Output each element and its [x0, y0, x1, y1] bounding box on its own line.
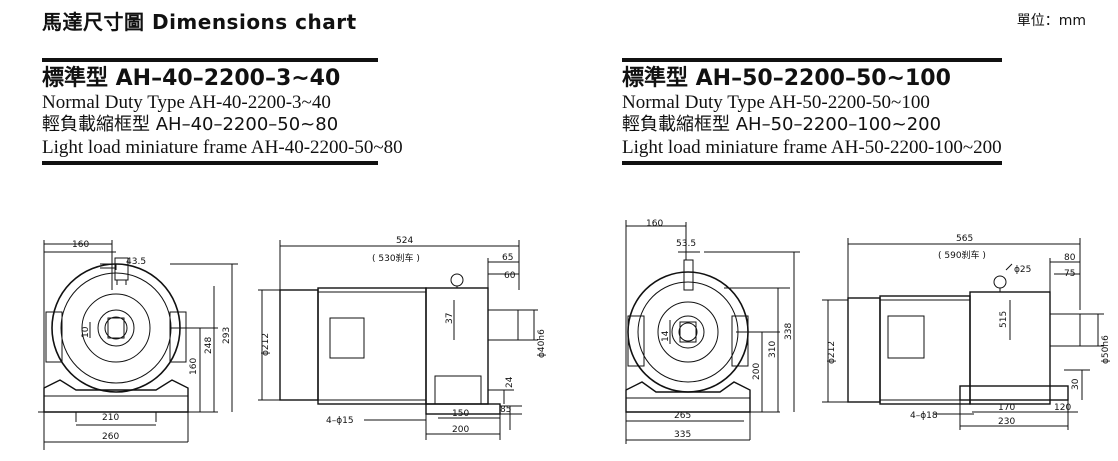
right-side-dim-170: 170 [998, 403, 1015, 413]
right-top-rule [622, 58, 1002, 62]
right-side-dim-30: 30 [1071, 378, 1081, 390]
right-light-load-cn: 輕負載縮框型 AH–50–2200–100~200 [622, 114, 942, 135]
right-side-dim-565: 565 [956, 234, 973, 244]
left-model-block: 標準型 AH–40–2200–3~40 Normal Duty Type AH-… [42, 58, 403, 165]
right-front-view-drawing: 160 53.5 14 200 310 338 265 335 [625, 219, 800, 444]
left-front-dim-293: 293 [222, 327, 232, 344]
right-side-dim-230: 230 [998, 417, 1015, 427]
left-side-holes: 4–ϕ15 [326, 416, 354, 426]
left-side-dim-24: 24 [505, 376, 515, 388]
right-side-dim-515: 515 [999, 311, 1009, 328]
right-front-dim-160: 160 [646, 219, 663, 229]
right-side-dim-120: 120 [1054, 403, 1071, 413]
left-side-brake-530: ( 530刹车 ) [372, 252, 420, 264]
left-front-dim-160h: 160 [189, 358, 199, 375]
left-model-title: 標準型 AH–40–2200–3~40 [42, 66, 341, 91]
left-front-view-drawing: 160 43.5 10 160 248 293 210 260 [38, 240, 238, 450]
left-bottom-rule [42, 161, 378, 165]
left-front-dim-43: 43.5 [126, 257, 146, 267]
left-front-dim-210: 210 [102, 413, 119, 423]
right-front-dim-310: 310 [768, 341, 778, 358]
left-light-load-cn: 輕負載縮框型 AH–40–2200–50~80 [42, 114, 339, 135]
right-model-block: 標準型 AH–50–2200–50~100 Normal Duty Type A… [622, 58, 1002, 165]
right-side-dim-50h6: ϕ50h6 [1101, 335, 1111, 364]
right-bottom-rule [622, 161, 1002, 165]
left-front-dim-160: 160 [72, 240, 89, 250]
page-title: 馬達尺寸圖 Dimensions chart [42, 10, 357, 34]
right-front-dim-14: 14 [661, 330, 671, 342]
right-front-dim-265: 265 [674, 411, 691, 421]
right-front-dim-335: 335 [674, 430, 691, 440]
left-side-dim-212: ϕ212 [261, 333, 271, 356]
left-side-dim-65: 65 [502, 253, 513, 263]
left-side-dim-85: 85 [500, 405, 511, 415]
right-front-dim-200: 200 [752, 363, 762, 380]
left-side-dim-200: 200 [452, 425, 469, 435]
left-top-rule [42, 58, 378, 62]
left-side-dim-37: 37 [445, 313, 455, 324]
right-side-brake-590: ( 590刹车 ) [938, 249, 986, 261]
right-side-dim-25: ϕ25 [1014, 265, 1031, 275]
left-side-dim-40h6: ϕ40h6 [537, 329, 547, 358]
left-normal-duty: Normal Duty Type AH-40-2200-3~40 [42, 92, 331, 113]
left-front-dim-248: 248 [204, 337, 214, 354]
left-front-dim-260: 260 [102, 432, 119, 442]
right-model-title: 標準型 AH–50–2200–50~100 [622, 66, 951, 91]
right-side-dim-75: 75 [1064, 269, 1075, 279]
left-side-view-drawing: 524 ( 530刹车 ) 65 60 ϕ212 37 ϕ40h6 24 4–ϕ… [258, 236, 547, 440]
unit-label: 單位：mm [1016, 13, 1086, 29]
right-side-view-drawing: 565 ( 590刹车 ) ϕ25 80 75 ϕ212 515 ϕ50h6 3… [822, 234, 1111, 430]
left-front-dim-10: 10 [81, 326, 91, 338]
right-side-holes: 4–ϕ18 [910, 411, 938, 421]
right-front-dim-338: 338 [784, 323, 794, 340]
right-side-dim-80: 80 [1064, 253, 1076, 263]
right-light-load-en: Light load miniature frame AH-50-2200-10… [622, 137, 1002, 158]
left-side-dim-524: 524 [396, 236, 413, 246]
right-front-dim-53: 53.5 [676, 239, 696, 249]
left-side-dim-60: 60 [504, 271, 516, 281]
left-light-load-en: Light load miniature frame AH-40-2200-50… [42, 137, 403, 158]
left-side-dim-150: 150 [452, 409, 469, 419]
right-side-dim-212: ϕ212 [827, 341, 837, 364]
right-normal-duty: Normal Duty Type AH-50-2200-50~100 [622, 92, 930, 113]
